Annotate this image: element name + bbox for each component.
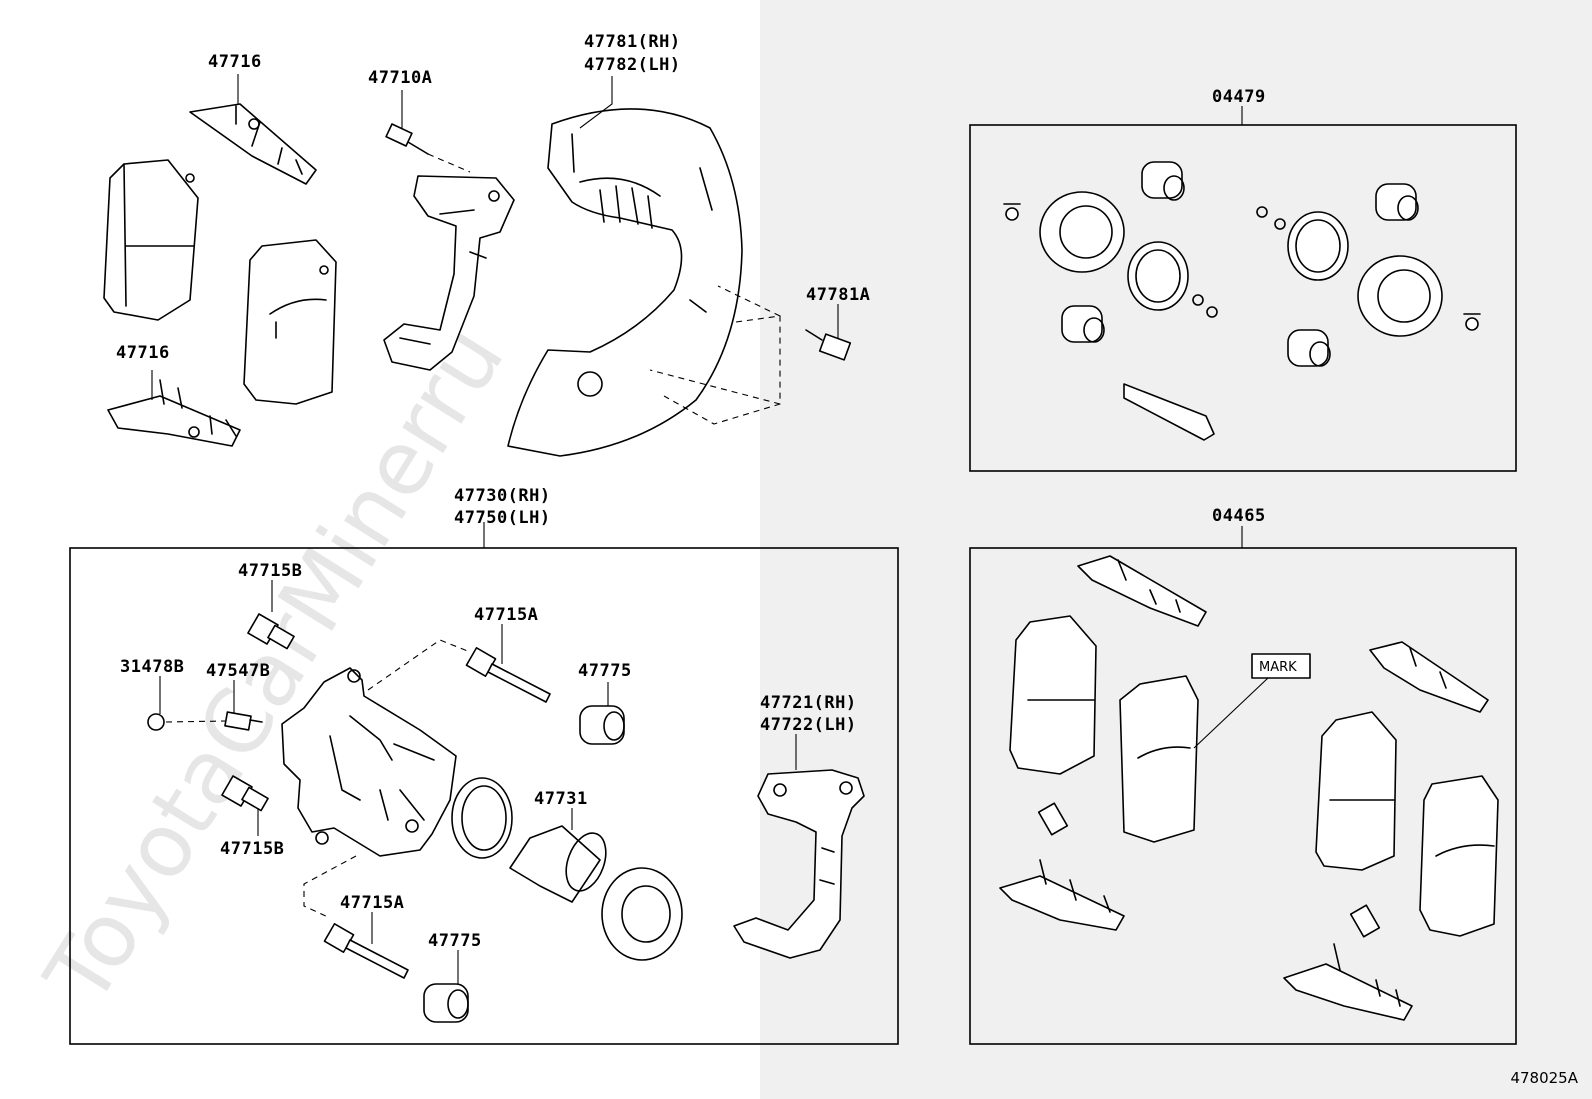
- label-47722-lh: 47722(LH): [760, 715, 857, 735]
- label-47781-rh: 47781(RH): [584, 32, 681, 52]
- label-47715B-bottom: 47715B: [220, 839, 284, 859]
- cylinder-boot-part: [601, 867, 683, 961]
- label-04465: 04465: [1212, 506, 1266, 526]
- brake-pad-left-part: [103, 159, 199, 321]
- mark-leader: [1193, 677, 1269, 749]
- label-47781A: 47781A: [806, 285, 870, 305]
- anti-squeal-shim-lower-part: [107, 379, 241, 447]
- label-47547B: 47547B: [206, 661, 270, 681]
- torque-plate-part: [383, 175, 515, 371]
- label-47750-lh: 47750(LH): [454, 508, 551, 528]
- label-04479: 04479: [1212, 87, 1266, 107]
- slide-pin-47715A-top-part: [465, 647, 551, 703]
- anti-squeal-shim-top-part: [189, 103, 317, 185]
- label-47775-top: 47775: [578, 661, 632, 681]
- label-47710A: 47710A: [368, 68, 432, 88]
- label-47730-rh: 47730(RH): [454, 486, 551, 506]
- boot-47775-bottom-part: [423, 983, 469, 1023]
- piston-47731-part: [509, 825, 607, 903]
- bleeder-cap-47715B-bottom-part: [221, 775, 269, 812]
- pad-kit-parts: [999, 555, 1499, 1021]
- bolt-47781A-part: [805, 329, 852, 361]
- label-47715A-bottom: 47715A: [340, 893, 404, 913]
- pad-kit-box: [969, 547, 1517, 1045]
- mounting-bracket-part: [733, 769, 865, 959]
- screw-31478B-part: [147, 713, 165, 731]
- caliper-body-part: [281, 667, 457, 857]
- bleeder-cap-47715B-top-part: [247, 613, 295, 650]
- bolt-47710A-part: [385, 123, 429, 155]
- slide-pin-top-path: [367, 639, 471, 691]
- mark-label: MARK: [1259, 660, 1297, 675]
- bolt-47710A-path: [427, 153, 471, 173]
- label-47716-top: 47716: [208, 52, 262, 72]
- label-47715B-top: 47715B: [238, 561, 302, 581]
- label-47775-bottom: 47775: [428, 931, 482, 951]
- label-31478B: 31478B: [120, 657, 184, 677]
- label-47716-mid: 47716: [116, 343, 170, 363]
- bleeder-plug-47547B-part: [224, 711, 263, 731]
- leader-lines: [151, 74, 1243, 984]
- figure-code: 478025A: [1510, 1069, 1578, 1087]
- cylinder-kit-parts: [1003, 161, 1481, 441]
- dust-cover-part: [507, 108, 743, 457]
- piston-seal-part: [451, 777, 513, 859]
- slide-pin-47715A-bottom-part: [323, 923, 409, 979]
- brake-pad-middle-part: [243, 239, 337, 405]
- boot-47775-top-part: [579, 705, 625, 745]
- cylinder-kit-box: [969, 124, 1517, 472]
- label-47782-lh: 47782(LH): [584, 55, 681, 75]
- label-47715A-top: 47715A: [474, 605, 538, 625]
- watermark: ToyotaCarMinerru: [25, 309, 524, 1022]
- label-47731: 47731: [534, 789, 588, 809]
- label-47721-rh: 47721(RH): [760, 693, 857, 713]
- bolt-47781A-path: [649, 285, 781, 425]
- slide-pin-bottom-path: [303, 855, 357, 919]
